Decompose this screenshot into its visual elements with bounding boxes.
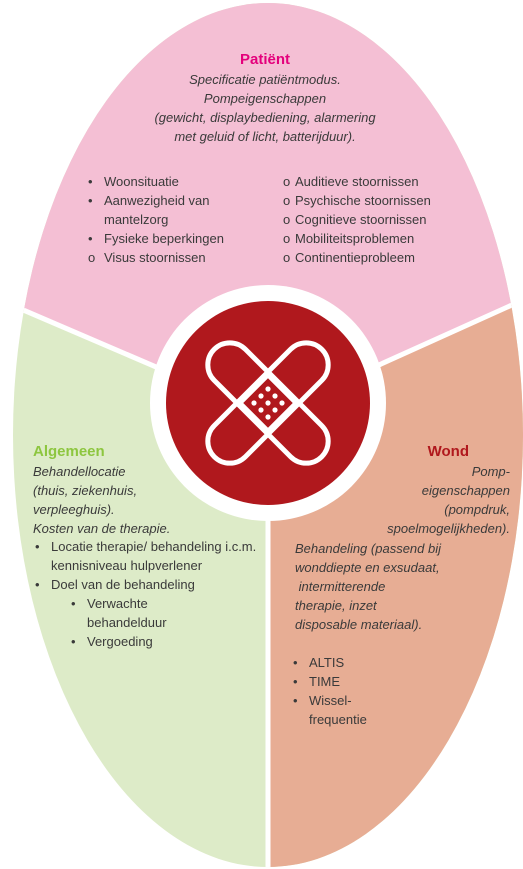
algemeen-sublist: •Verwachte behandelduur •Vergoeding [71, 594, 283, 651]
list-item: •Verwachte behandelduur [71, 596, 167, 630]
patient-desc-line: Pompeigenschappen [203, 91, 327, 106]
wond-desc-line: eigenschappen [421, 483, 510, 498]
algemeen-title: Algemeen [33, 443, 105, 460]
patient-section: Patiënt Specificatie patiëntmodus. Pompe… [100, 50, 430, 146]
wond-desc-line: therapie, inzet [295, 598, 377, 613]
list-item: •Doel van de behandeling [35, 577, 195, 592]
wond-section: Wond [293, 442, 503, 462]
algemeen-desc-line: Behandellocatie [33, 464, 126, 479]
wond-desc-line: Behandeling (passend bij [295, 541, 441, 556]
list-item: •Wissel-frequentie [293, 693, 367, 727]
patient-desc-line: met geluid of licht, batterijduur). [174, 129, 356, 144]
patient-title: Patiënt [239, 51, 290, 68]
list-item: •Locatie therapie/ behandeling i.c.m. ke… [35, 539, 257, 573]
wond-desc-treatment: Behandeling (passend bij wonddiepte en e… [295, 539, 505, 634]
patient-desc-line: (gewicht, displaybediening, alarmering [154, 110, 376, 125]
algemeen-list: •Locatie therapie/ behandeling i.c.m. ke… [33, 537, 283, 651]
crossed-bandages-icon [205, 340, 331, 466]
algemeen-desc-line: verpleeghuis). [33, 502, 115, 517]
wond-desc-line: disposable materiaal). [295, 617, 423, 632]
list-item: •ALTIS [293, 655, 345, 670]
patient-desc-line: Specificatie patiëntmodus. [189, 72, 341, 87]
wond-desc-pump: Pomp- eigenschappen (pompdruk, spoelmoge… [330, 462, 510, 538]
list-item: •Woonsituatie [88, 174, 179, 189]
list-item: •Vergoeding [71, 634, 153, 649]
patient-list-left: •Woonsituatie •Aanwezigheid van mantelzo… [88, 172, 268, 267]
patient-segment [13, 3, 523, 415]
wond-desc-line: (pompdruk, [444, 502, 510, 517]
list-item: •Fysieke beperkingen [88, 231, 224, 246]
wond-desc-line: intermitterende [295, 579, 386, 594]
list-item: •TIME [293, 674, 341, 689]
wond-list: •ALTIS •TIME •Wissel-frequentie [293, 653, 443, 729]
algemeen-desc-line: Kosten van de therapie. [33, 521, 171, 536]
wond-title: Wond [427, 443, 469, 460]
wond-desc-line: Pomp- [471, 464, 510, 479]
wond-desc-line: spoelmogelijkheden). [387, 521, 510, 536]
list-item: •Aanwezigheid van mantelzorg [88, 193, 210, 227]
wond-desc-line: wonddiepte en exsudaat, [295, 560, 440, 575]
algemeen-section: Algemeen Behandellocatie (thuis, ziekenh… [33, 442, 273, 538]
algemeen-desc-line: (thuis, ziekenhuis, [33, 483, 138, 498]
